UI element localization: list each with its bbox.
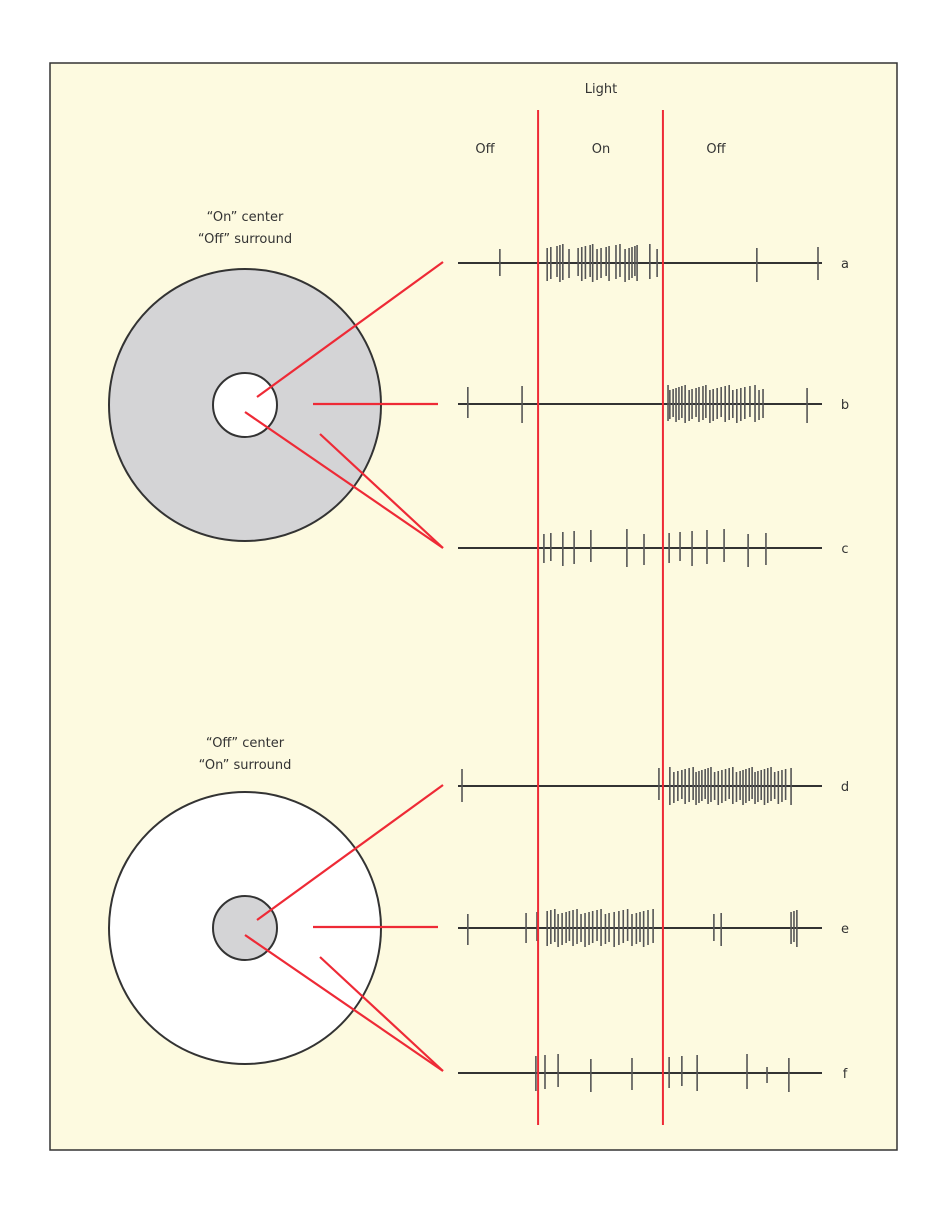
cell-1-caption-line1: “On” center <box>207 210 284 225</box>
trace-label-a: a <box>841 257 849 272</box>
period-off-after: Off <box>706 142 726 157</box>
trace-label-b: b <box>841 398 849 413</box>
light-markers <box>537 110 664 1125</box>
period-on: On <box>592 142 610 157</box>
trace-label-d: d <box>841 780 849 795</box>
trace-label-f: f <box>843 1067 848 1082</box>
light-label: Light <box>585 82 617 97</box>
cell-2-caption-line2: “On” surround <box>199 758 292 773</box>
trace-f: f <box>458 1054 848 1092</box>
cell-1-caption-line2: “Off” surround <box>198 232 292 247</box>
cell-1-pointer-lines <box>244 261 444 549</box>
cell-2-caption-line1: “Off” center <box>206 736 285 751</box>
trace-e: e <box>458 909 849 947</box>
trace-label-c: c <box>841 542 848 557</box>
trace-b: b <box>458 385 849 423</box>
cell-2-center <box>212 895 278 961</box>
trace-d: d <box>458 767 849 805</box>
trace-c: c <box>458 529 849 567</box>
trace-label-e: e <box>841 922 849 937</box>
trace-a: a <box>458 244 849 282</box>
cell-1-center <box>212 372 278 438</box>
spike-traces: a b c d e f <box>458 244 849 1092</box>
period-off-before: Off <box>475 142 495 157</box>
cell-2-pointer-lines <box>244 784 444 1072</box>
